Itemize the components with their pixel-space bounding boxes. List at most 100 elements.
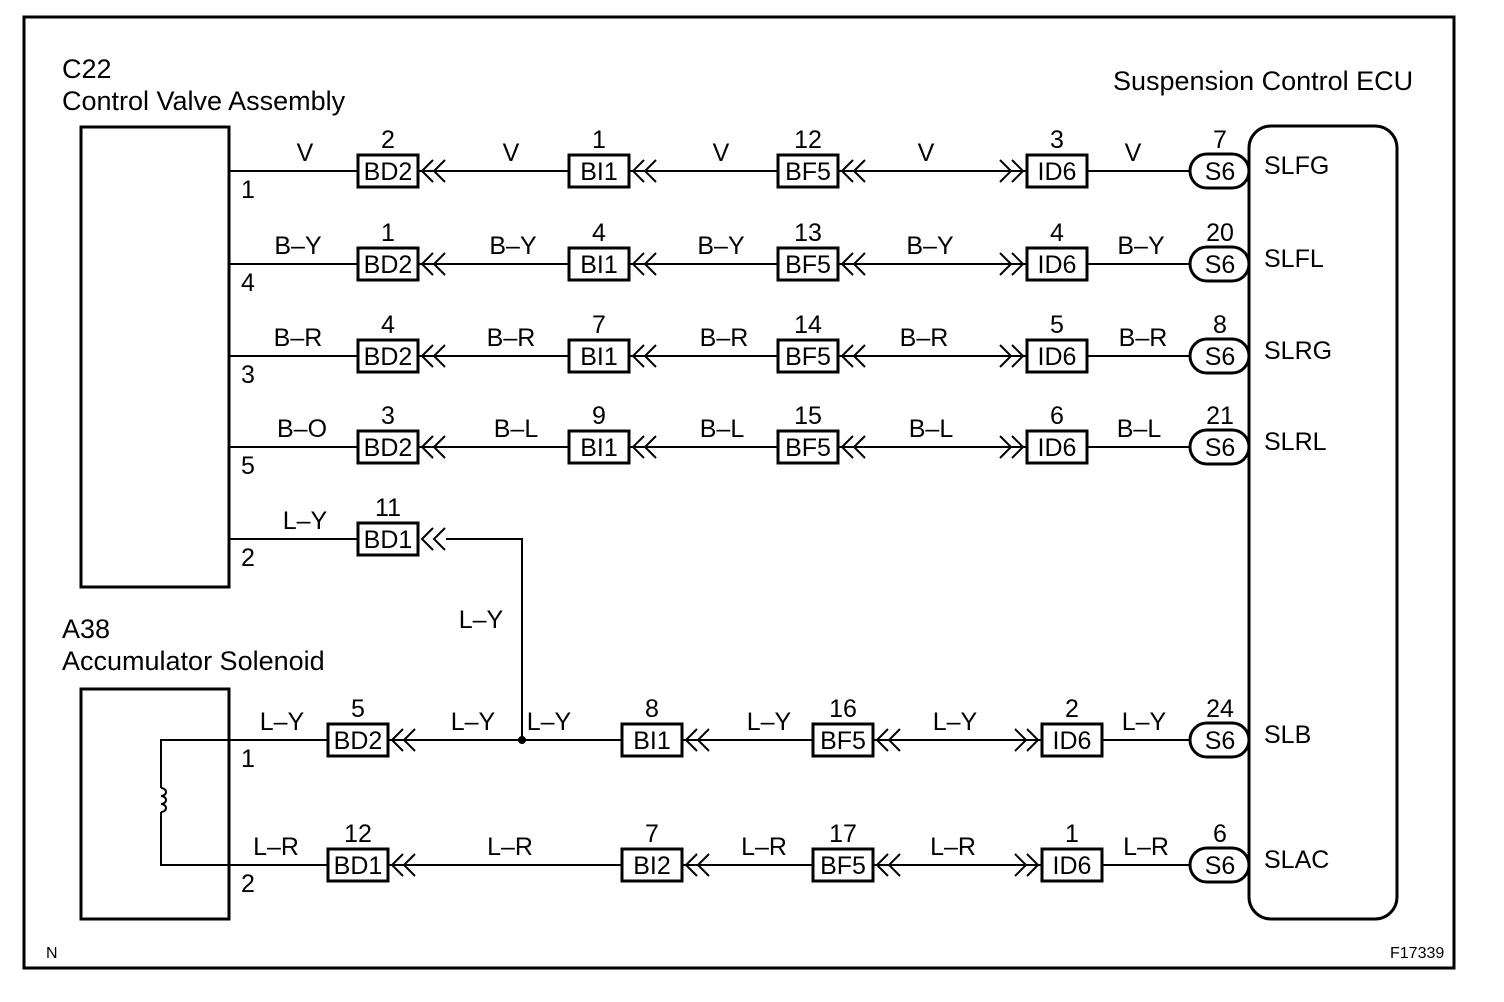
control-valve-assembly-box: [79, 125, 231, 589]
source-pin-slac: 2: [241, 870, 255, 898]
connector-code-slrl-2: BF5: [785, 434, 831, 462]
connector-pin-slrg-1: 7: [592, 311, 606, 339]
connector-code-slac-2: BF5: [820, 852, 866, 880]
connector-pin-slfg-3: 3: [1050, 126, 1064, 154]
connector-code-slrl-1: BI1: [580, 434, 618, 462]
jack-chevron-slb-3: [1026, 728, 1040, 752]
connector-pin-slfg-0: 2: [381, 126, 395, 154]
jack-chevron-slac-3: [1026, 853, 1040, 877]
plug-chevron-slrl-2: [840, 435, 854, 459]
wire-color-slrg-3: B–R: [900, 324, 949, 352]
wire-color-slfl-4: B–Y: [1117, 232, 1165, 260]
connector-pin-slb-3: 2: [1065, 695, 1079, 723]
connector-pin-slrg-4: 8: [1213, 311, 1227, 339]
connector-bd2-slfg: [356, 153, 420, 189]
connector-pin-slac-1: 7: [645, 820, 659, 848]
jack-chevron-slfl-3: [999, 252, 1013, 276]
connector-bf5-slrl: [776, 429, 840, 465]
connector-code-slfl-3: ID6: [1038, 251, 1077, 279]
connector-pin-branch-0: 11: [375, 494, 401, 522]
wire-color-slb-4: L–Y: [1122, 708, 1167, 736]
connector-pin-slrg-2: 14: [794, 311, 822, 339]
plug-chevron-slb-0: [402, 728, 416, 752]
diagram-frame: [22, 15, 1456, 970]
source-pin-slb: 1: [241, 745, 255, 773]
source-pin-slfg: 1: [241, 176, 255, 204]
connector-s6-slb: [1188, 721, 1251, 759]
wire-color-slrl-4: B–L: [1117, 415, 1162, 443]
wire-color-slfl-1: B–Y: [489, 232, 537, 260]
plug-chevron-branch: [432, 527, 446, 551]
a38-name: Accumulator Solenoid: [62, 646, 325, 676]
connector-code-slac-1: BI2: [633, 852, 671, 880]
wire-color-slb-3: L–Y: [933, 708, 978, 736]
ecu-signal-slrg: SLRG: [1264, 337, 1332, 365]
connector-bi1-slfl: [567, 246, 631, 282]
plug-chevron-slac-0: [390, 853, 404, 877]
connector-pin-slac-4: 6: [1213, 820, 1227, 848]
connector-pin-slrl-3: 6: [1050, 402, 1064, 430]
plug-chevron-slac-0: [402, 853, 416, 877]
connector-bd1-slac: [326, 847, 390, 883]
connector-code-slfg-2: BF5: [785, 158, 831, 186]
source-pin-slrg: 3: [241, 361, 255, 389]
connector-id6-slrl: [1025, 429, 1089, 465]
wire-color-slac-2: L–R: [741, 833, 787, 861]
connector-bd2-slfl: [356, 246, 420, 282]
wire-color-branch: L–Y: [283, 507, 328, 535]
connector-code-slfl-0: BD2: [364, 251, 413, 279]
connector-bi1-slb: [620, 722, 684, 758]
connector-code-slrg-2: BF5: [785, 343, 831, 371]
c22-code: C22: [62, 54, 112, 84]
jack-chevron-slac-3: [1014, 853, 1028, 877]
plug-chevron-slfg-0: [420, 159, 434, 183]
jack-chevron-slrl-3: [999, 435, 1013, 459]
source-pin-slrl: 5: [241, 452, 255, 480]
connector-bd2-slb: [326, 722, 390, 758]
connector-bd2-slrg: [356, 338, 420, 374]
connector-code-slfl-1: BI1: [580, 251, 618, 279]
wire-color-slfl-2: B–Y: [697, 232, 745, 260]
jack-chevron-slrg-3: [1011, 344, 1025, 368]
plug-chevron-slrl-0: [432, 435, 446, 459]
plug-chevron-slfl-1: [643, 252, 657, 276]
connector-pin-slac-0: 12: [344, 820, 372, 848]
connector-pin-slfg-1: 1: [592, 126, 606, 154]
wire-color-slfl-0: B–Y: [274, 232, 322, 260]
connector-pin-slrl-0: 3: [381, 402, 395, 430]
plug-chevron-slac-1: [696, 853, 710, 877]
connector-code-slac-4: S6: [1205, 852, 1236, 880]
plug-chevron-slrl-1: [631, 435, 645, 459]
connector-pin-slac-3: 1: [1065, 820, 1079, 848]
wire-color-slb-1: L–Y: [451, 708, 496, 736]
plug-chevron-slrl-1: [643, 435, 657, 459]
connector-code-slac-0: BD1: [334, 852, 383, 880]
connector-code-slrg-0: BD2: [364, 343, 413, 371]
wire-color-slac-3: L–R: [930, 833, 976, 861]
wire-color-slrl-0: B–O: [277, 415, 327, 443]
connector-s6-slrl: [1188, 428, 1251, 466]
connector-bi1-slrg: [567, 338, 631, 374]
connector-id6-slfl: [1025, 246, 1089, 282]
plug-chevron-slfl-0: [420, 252, 434, 276]
connector-code-slfg-1: BI1: [580, 158, 618, 186]
connector-pin-slrl-1: 9: [592, 402, 606, 430]
source-pin-branch: 2: [241, 544, 255, 572]
plug-chevron-slrl-0: [420, 435, 434, 459]
jack-chevron-slfl-3: [1011, 252, 1025, 276]
connector-code-branch-0: BD1: [364, 526, 413, 554]
connector-code-slb-0: BD2: [334, 727, 383, 755]
ecu-signal-slac: SLAC: [1264, 846, 1329, 874]
connector-bf5-slfg: [776, 153, 840, 189]
connector-bd1-branch: [356, 521, 420, 557]
wire-color-slrl-2: B–L: [700, 415, 745, 443]
jack-chevron-slfg-3: [1011, 159, 1025, 183]
connector-pin-slfg-2: 12: [794, 126, 822, 154]
plug-chevron-slrl-2: [852, 435, 866, 459]
wire-color-slrg-4: B–R: [1119, 324, 1168, 352]
plug-chevron-slrg-2: [840, 344, 854, 368]
connector-pin-slfl-2: 13: [794, 219, 822, 247]
plug-chevron-slfg-1: [631, 159, 645, 183]
connector-code-slfg-4: S6: [1205, 158, 1236, 186]
connector-s6-slac: [1188, 846, 1251, 884]
